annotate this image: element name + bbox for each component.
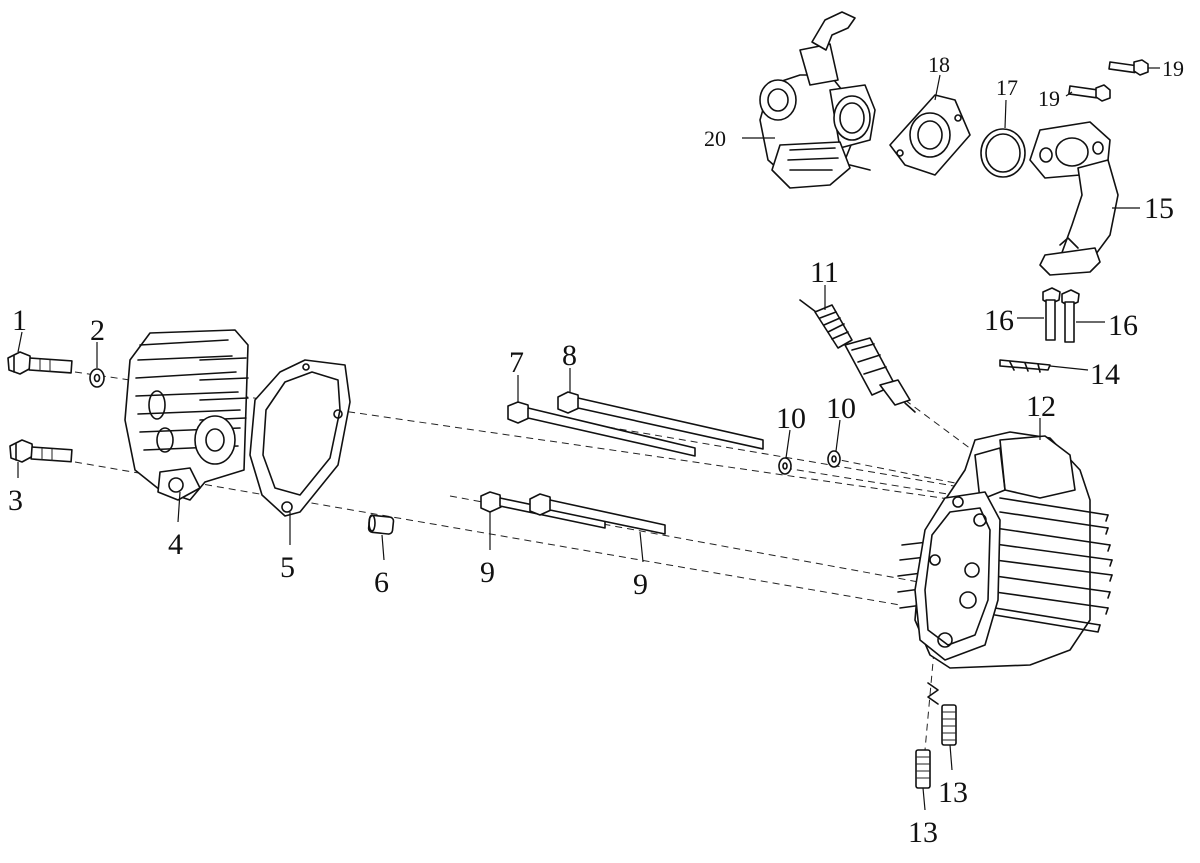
callout-9-long-bolt: 9 xyxy=(633,568,648,601)
callout-6: 6 xyxy=(374,566,389,599)
callout-10-left: 10 xyxy=(776,402,806,435)
washer-part-10-left xyxy=(778,457,792,475)
callout-8: 8 xyxy=(562,339,577,372)
cylinder-head-cover-part-4 xyxy=(124,329,249,501)
bolt-part-16-right xyxy=(1061,289,1080,343)
callout-13-left: 13 xyxy=(908,816,938,849)
dowel-pin-part-6 xyxy=(367,514,395,535)
callout-4: 4 xyxy=(168,528,183,561)
callout-12: 12 xyxy=(1026,390,1056,423)
bolt-part-16-left xyxy=(1042,287,1061,341)
bolt-part-9-long xyxy=(529,493,666,535)
callout-1: 1 xyxy=(12,304,27,337)
callout-7: 7 xyxy=(509,346,524,379)
callout-16-left: 16 xyxy=(984,304,1014,337)
stud-bolt-part-8 xyxy=(557,391,764,450)
callout-9-short-bolt: 9 xyxy=(480,556,495,589)
stud-part-13-right xyxy=(941,704,957,746)
callout-14: 14 xyxy=(1090,358,1120,391)
carburetor-part-20 xyxy=(759,11,876,189)
callout-5: 5 xyxy=(280,551,295,584)
callout-19-lower: 19 xyxy=(1038,86,1060,111)
callout-18: 18 xyxy=(928,52,950,77)
callout-20: 20 xyxy=(704,126,726,151)
spark-plug-part-11 xyxy=(799,299,916,413)
gasket-part-5 xyxy=(249,359,351,517)
callout-15: 15 xyxy=(1144,192,1174,225)
callout-19-upper: 19 xyxy=(1162,56,1184,81)
washer-part-10-right xyxy=(827,450,841,468)
screw-part-19-upper xyxy=(1108,59,1149,76)
bolt-part-1 xyxy=(7,351,73,375)
callout-10-right: 10 xyxy=(826,392,856,425)
stud-part-13-left xyxy=(915,749,931,789)
intake-pipe-part-15 xyxy=(1029,121,1119,276)
callout-17: 17 xyxy=(996,75,1018,100)
callout-11: 11 xyxy=(810,256,839,289)
assembly-arrow-mark xyxy=(927,682,939,705)
callout-2: 2 xyxy=(90,314,105,347)
callout-13-right: 13 xyxy=(938,776,968,809)
callout-16-right: 16 xyxy=(1108,309,1138,342)
insulator-gasket-part-18 xyxy=(889,94,971,176)
callout-leader-lines xyxy=(17,67,1160,811)
cylinder-head-part-12 xyxy=(897,431,1113,669)
washer-part-2 xyxy=(89,368,105,388)
stud-bolt-part-7 xyxy=(507,401,696,457)
intake-gasket-part-14 xyxy=(999,359,1051,373)
callout-3: 3 xyxy=(8,484,23,517)
screw-part-19-lower xyxy=(1068,84,1111,102)
o-ring-part-17 xyxy=(980,128,1026,178)
callout-labels: 1 2 3 4 5 6 7 8 9 9 10 10 11 12 13 13 14… xyxy=(8,52,1184,849)
bolt-part-3 xyxy=(9,439,73,463)
